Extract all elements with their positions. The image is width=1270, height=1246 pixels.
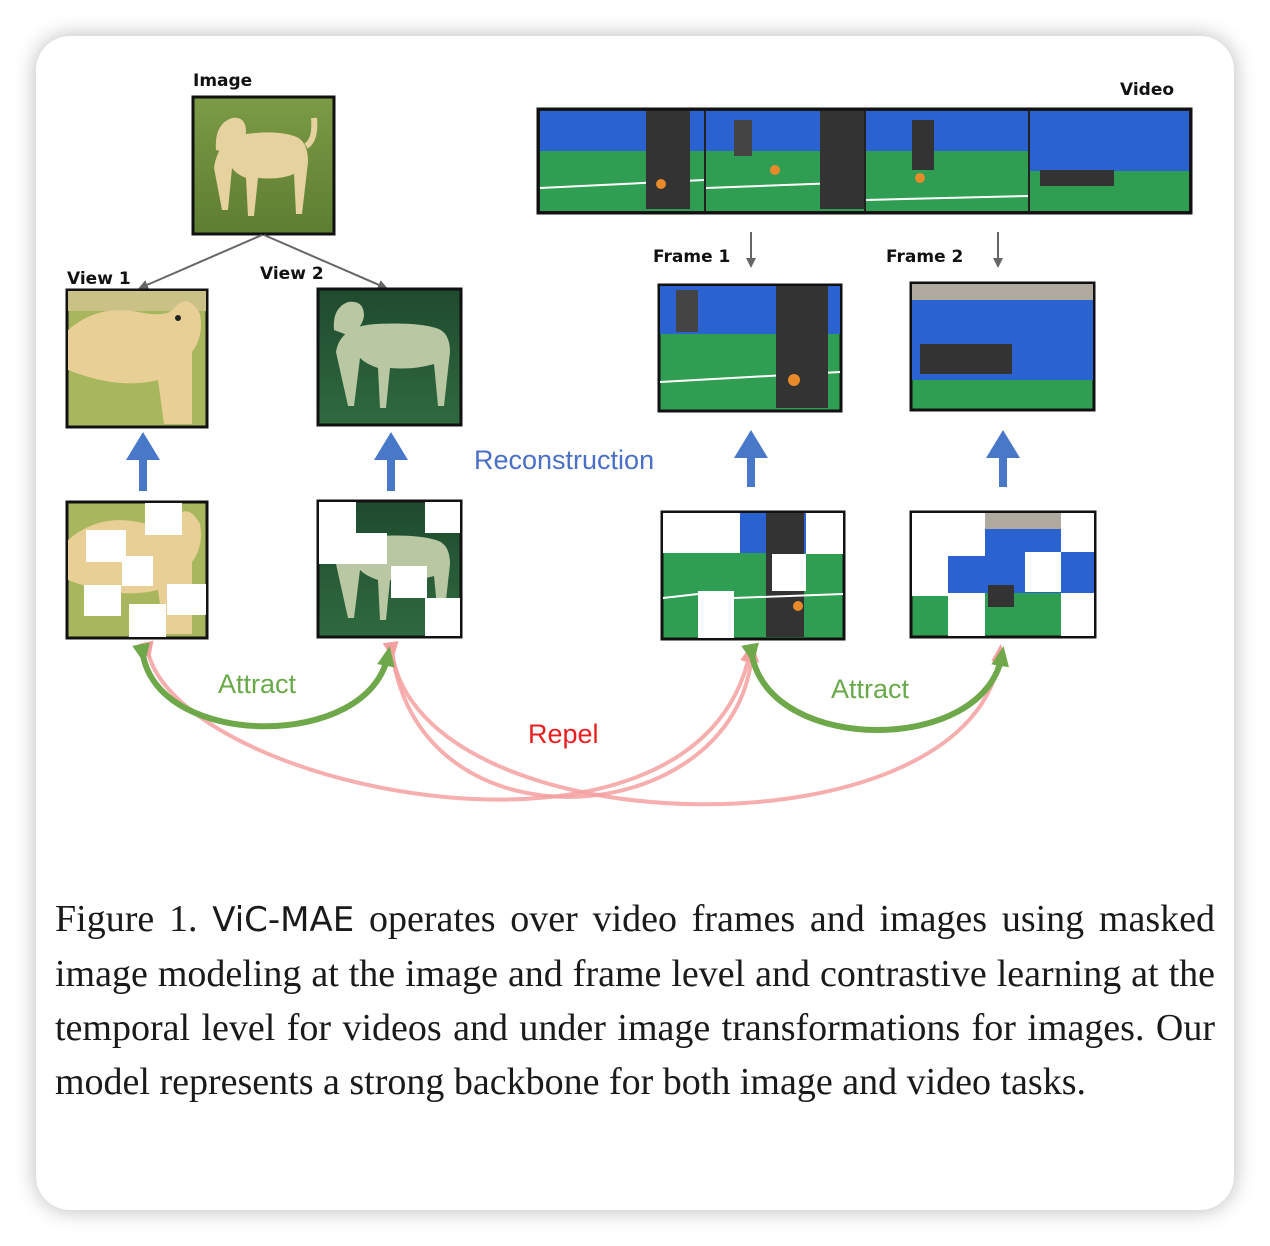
frame2-label: Frame 2: [886, 247, 963, 267]
reconstruction-arrows: [126, 430, 1020, 491]
source-dog-image: [191, 95, 336, 236]
figure-diagram: Image View 1 View 2: [65, 71, 1193, 807]
masked-view1: [65, 500, 209, 640]
caption-prefix: Figure 1.: [55, 898, 213, 940]
frame2-image: [909, 281, 1096, 412]
view2-image: [316, 287, 463, 427]
attract-label-right: Attract: [831, 674, 910, 704]
masked-view2: [316, 499, 463, 639]
repel-label: Repel: [528, 719, 599, 749]
reconstruction-label: Reconstruction: [474, 445, 654, 475]
figure-caption: Figure 1. ViC-MAE operates over video fr…: [55, 892, 1215, 1109]
video-label: Video: [1120, 80, 1174, 100]
masked-frame2: [909, 510, 1097, 639]
caption-text: operates over video frames and images us…: [55, 898, 1215, 1103]
method-name: ViC-MAE: [212, 900, 355, 940]
masked-frame1: [660, 510, 846, 641]
frame1-label: Frame 1: [653, 247, 730, 267]
attract-label-left: Attract: [218, 669, 297, 699]
frame1-image: [657, 283, 843, 413]
attract-curves: [132, 642, 1010, 733]
view2-label: View 2: [260, 264, 324, 284]
video-strip: [536, 107, 1193, 215]
view1-image: [65, 288, 209, 429]
image-label: Image: [193, 71, 252, 91]
view1-label: View 1: [67, 269, 131, 289]
